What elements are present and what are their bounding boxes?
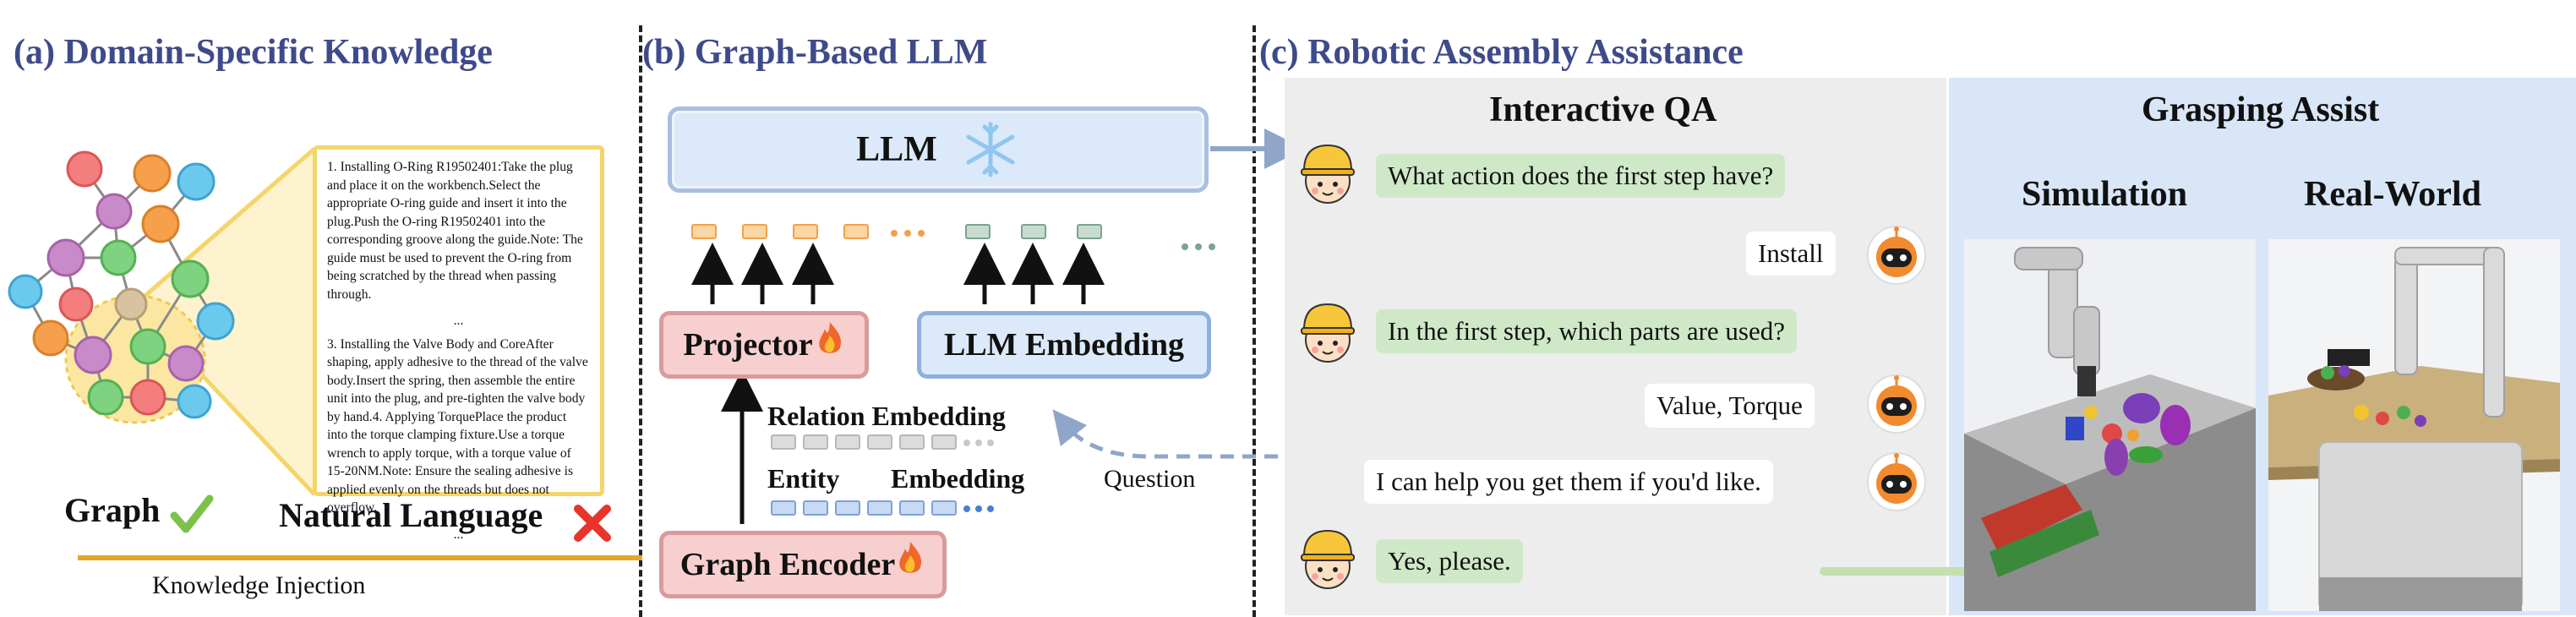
fire-icon [818,322,841,353]
entity-token [771,500,796,516]
llm-embedding-block: LLM Embedding [917,311,1211,379]
panel-b-arrows [691,128,1285,524]
relation-token [867,434,892,450]
panel-c-title: (c) Robotic Assembly Assistance [1259,33,1744,72]
interactive-qa-title: Interactive QA [1489,90,1717,129]
user-message: Yes, please. [1376,539,1523,583]
grasping-assist-title: Grasping Assist [2142,90,2380,129]
doc-ellipsis-2: ... [453,527,464,542]
entity-label: Entity [767,463,840,494]
text-token [1021,224,1046,239]
projected-token [793,224,818,239]
grey-ellipsis [963,440,994,446]
doc-ellipsis-1: ... [453,314,464,328]
relation-token [771,434,796,450]
projector-label: Projector [683,327,813,363]
entity-token [931,500,957,516]
projected-token [843,224,869,239]
doc-paragraph-2: 3. Installing the Valve Body and CoreAft… [327,336,588,516]
embedding-label: Embedding [891,463,1025,494]
graph-encoder-label: Graph Encoder [679,547,896,582]
simulation-image [1964,239,2256,611]
relation-token [803,434,828,450]
robot-avatar-icon [1867,452,1926,511]
panel-a-title: (a) Domain-Specific Knowledge [14,33,493,72]
check-icon [170,494,214,533]
relation-token [835,434,860,450]
llm-label: LLM [856,130,937,169]
entity-token [867,500,892,516]
llm-block: LLM [668,106,1209,193]
worker-avatar-icon [1301,303,1355,363]
projection-line-top [134,147,316,306]
graph-label: Graph [64,491,161,529]
snowflake-icon [966,122,1015,177]
graph-nodes [8,150,235,419]
robot-message: Value, Torque [1645,384,1815,428]
real-world-image [2268,239,2560,611]
question-label: Question [1104,465,1196,493]
divider-b-c [1253,25,1256,617]
worker-avatar-icon [1301,529,1355,589]
real-world-label: Real-World [2304,175,2481,214]
text-token [1077,224,1102,239]
projected-token [691,224,717,239]
divider-a-b [639,25,642,617]
orange-ellipsis [891,230,925,237]
real-world-scene [2268,239,2560,611]
projected-token [742,224,767,239]
robot-avatar-icon [1867,226,1926,285]
cross-icon [574,505,611,542]
simulation-label: Simulation [2022,175,2188,214]
knowledge-graph [8,147,642,560]
robot-message: I can help you get them if you'd like. [1364,460,1773,504]
text-token [965,224,991,239]
user-message: In the first step, which parts are used? [1376,309,1798,353]
green-ellipsis [1182,243,1215,250]
user-message: What action does the first step have? [1376,154,1786,198]
robot-message: Install [1746,232,1836,276]
panel-b-title: (b) Graph-Based LLM [642,33,988,72]
entity-token [835,500,860,516]
graph-encoder-block: Graph Encoder [659,531,947,598]
doc-paragraph-1: 1. Installing O-Ring R19502401:Take the … [327,160,583,302]
relation-token [899,434,925,450]
projector-block: Projector [659,311,869,379]
natural-language-document: 1. Installing O-Ring R19502401:Take the … [313,145,604,542]
robot-avatar-icon [1867,374,1926,434]
blue-ellipsis [963,505,994,512]
natural-language-label: Natural Language [279,496,543,534]
relation-embedding-label: Relation Embedding [767,401,1006,431]
worker-avatar-icon [1301,144,1355,204]
simulation-scene [1964,239,2256,611]
knowledge-injection-label: Knowledge Injection [152,571,366,599]
entity-token [899,500,925,516]
entity-token [803,500,828,516]
relation-token [931,434,957,450]
fire-icon [899,542,922,573]
